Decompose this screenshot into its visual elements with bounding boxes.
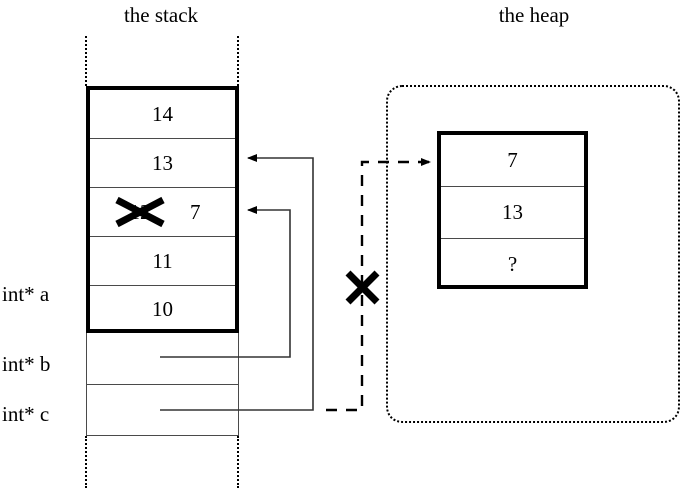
stack-dotted-right-top <box>237 36 239 86</box>
stack-dotted-right-bottom <box>237 436 239 488</box>
stack-cell-12-old-wrap: 12 <box>115 196 165 228</box>
heap-cell-0-value: 7 <box>507 148 518 172</box>
heap-cell-0: 7 <box>441 135 584 186</box>
heap-cell-2-value: ? <box>507 251 518 276</box>
stack-cell-12: 12 7 <box>90 188 235 236</box>
stack-cell-12-old-value: 12 <box>129 199 151 224</box>
stack-cell-13: 13 <box>90 139 235 187</box>
stack-cell-14-value: 14 <box>152 101 173 126</box>
stack-cell-11: 11 <box>90 237 235 285</box>
stack-variables-box <box>86 331 239 436</box>
stack-cell-12-new-value: 7 <box>190 199 201 224</box>
heap-cell-1: 13 <box>441 187 584 238</box>
stack-dotted-left-top <box>85 36 87 86</box>
heap-cell-1-value: 13 <box>502 200 523 224</box>
heap-cell-divider-2 <box>441 238 584 239</box>
stack-frame-box: 14 13 12 7 11 10 <box>86 86 239 333</box>
stack-cell-14: 14 <box>90 90 235 138</box>
stack-var-cell-c <box>87 385 238 437</box>
variable-label-c: int* c <box>2 402 50 426</box>
stack-dotted-left-bottom <box>85 436 87 488</box>
heap-cell-2: ? <box>441 239 584 289</box>
variable-label-a: int* a <box>2 282 50 306</box>
stack-cell-10-value: 10 <box>152 297 173 321</box>
heap-title: the heap <box>498 3 570 27</box>
invalid-pointer-cross-icon <box>345 270 380 305</box>
heap-cell-divider-1 <box>441 186 584 187</box>
heap-block: 7 13 ? <box>437 131 588 289</box>
stack-var-cell-b <box>87 332 238 384</box>
stack-title: the stack <box>123 3 199 27</box>
stack-cell-divider-1 <box>90 138 235 139</box>
stack-cell-11-value: 11 <box>152 248 173 273</box>
stack-cell-10: 10 <box>90 286 235 333</box>
stack-cell-13-value: 13 <box>152 150 173 175</box>
variable-label-b: int* b <box>2 352 51 376</box>
